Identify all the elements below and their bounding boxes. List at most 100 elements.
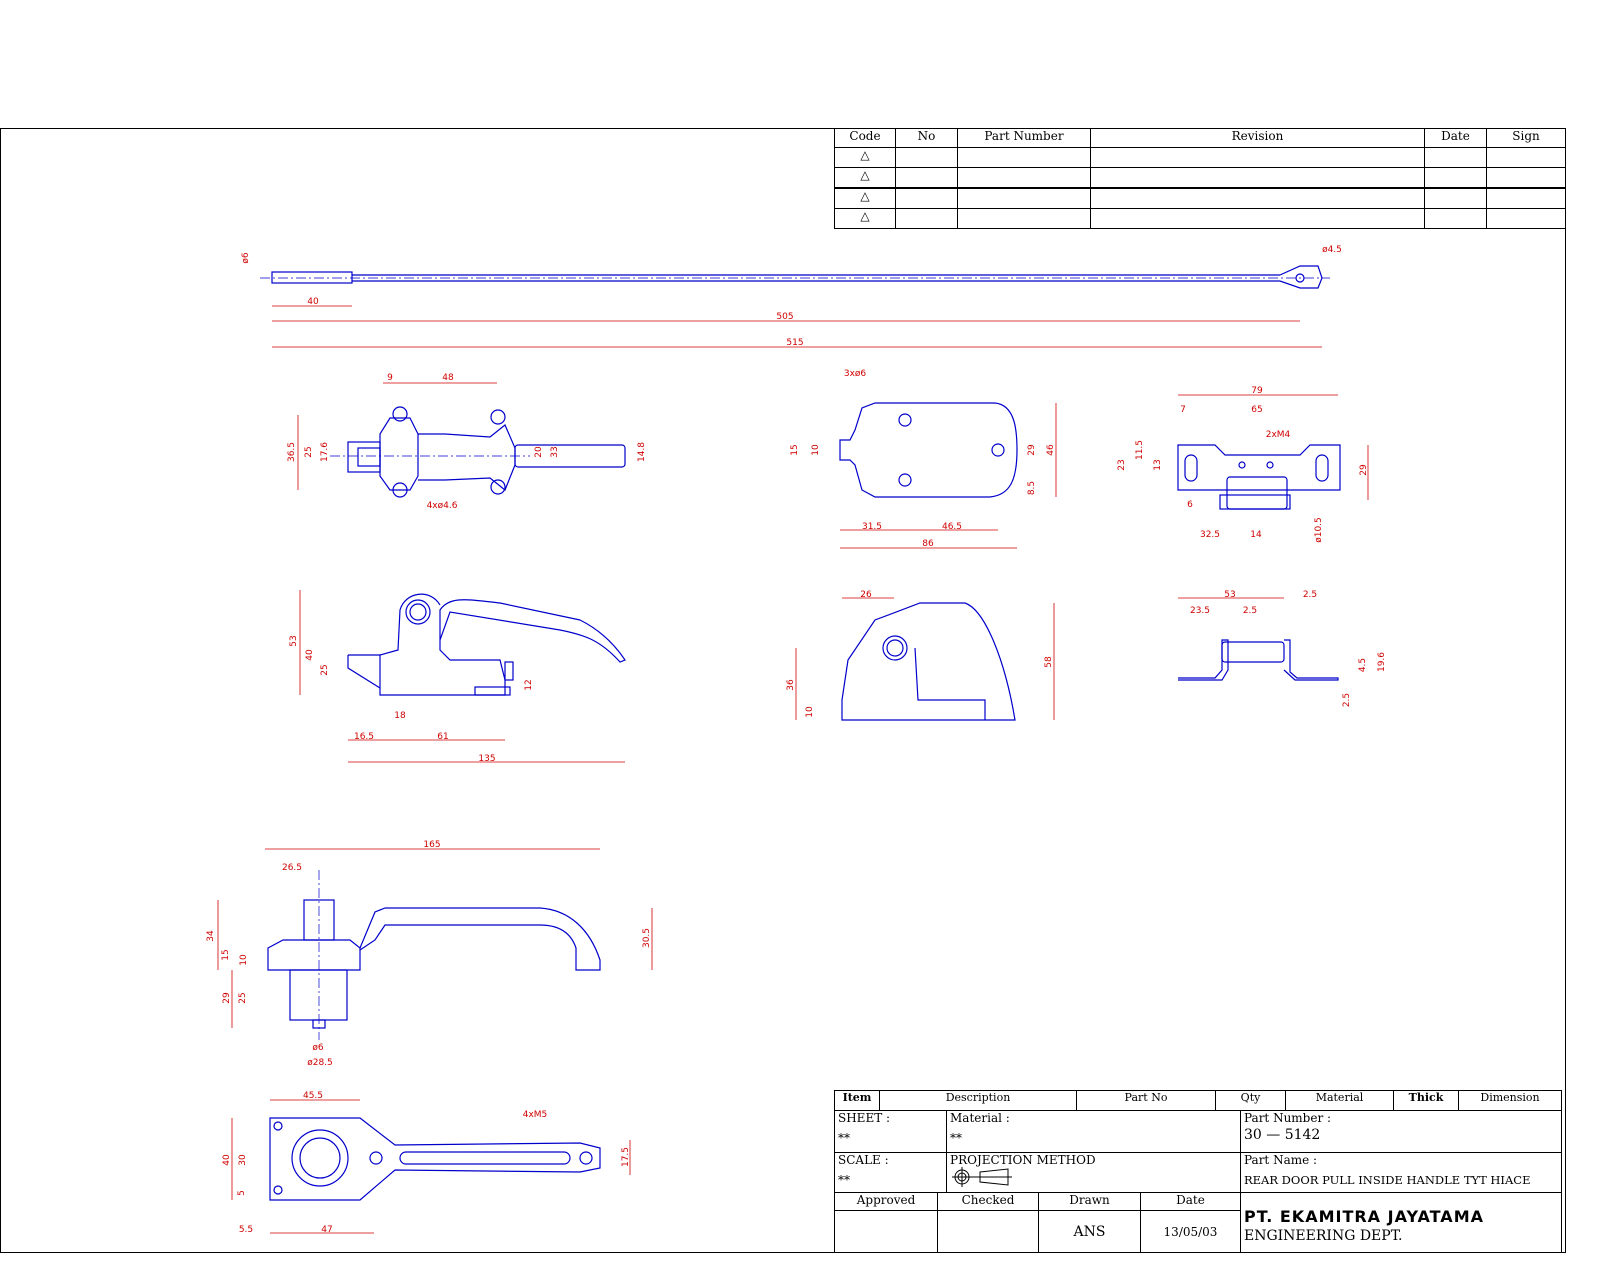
revision-code-triangle-icon: △ — [834, 207, 896, 229]
dimension-label-latch-top: 48 — [442, 373, 454, 383]
dimension-label-rod: 515 — [786, 338, 803, 348]
drawn-value: ANS — [1038, 1210, 1141, 1253]
part-number-label: Part Number : — [1244, 1111, 1332, 1125]
parts-header-item: Item — [834, 1090, 880, 1111]
projection-cell: PROJECTION METHOD — [946, 1152, 1241, 1193]
revision-code-triangle-icon: △ — [834, 167, 896, 189]
dimension-label-bracket-top: 7 — [1180, 405, 1186, 415]
dimension-label-bracket-top: 13 — [1153, 459, 1163, 470]
revision-cell — [1424, 167, 1487, 189]
revision-cell — [895, 147, 958, 168]
dimension-label-handle-top: 40 — [222, 1154, 232, 1166]
dimension-label-plate: 10 — [811, 444, 821, 456]
bracket-front-view — [1178, 639, 1339, 681]
dimension-label-rod: 505 — [776, 312, 793, 322]
part-name-value: REAR DOOR PULL INSIDE HANDLE TYT HIACE — [1244, 1173, 1531, 1187]
sheet-cell: SHEET : ** — [834, 1110, 947, 1153]
company-cell: PT. EKAMITRA JAYATAMA ENGINEERING DEPT. — [1240, 1192, 1562, 1253]
parts-header-dimension: Dimension — [1458, 1090, 1562, 1111]
dimension-label-bracket-front: 23.5 — [1190, 606, 1210, 616]
part-number-cell: Part Number : 30 — 5142 — [1240, 1110, 1562, 1153]
revision-cell — [957, 207, 1091, 229]
revision-code-triangle-icon: △ — [834, 147, 896, 168]
dimension-label-handle-top: 47 — [321, 1225, 332, 1235]
dimension-label-plate: 8.5 — [1027, 481, 1037, 495]
dimension-label-latch-top: 4xø4.6 — [427, 501, 458, 511]
third-angle-projection-icon — [952, 1167, 1012, 1187]
dimension-label-block-side: 58 — [1044, 656, 1054, 668]
dimension-label-latch-side: 135 — [478, 754, 495, 764]
revision-cell — [1090, 167, 1425, 189]
dimension-label-plate: 46.5 — [942, 522, 962, 532]
part-number-value: 30 — 5142 — [1244, 1127, 1321, 1143]
dimension-label-bracket-front: 53 — [1224, 590, 1235, 600]
dimension-label-bracket-top: 6 — [1187, 500, 1193, 510]
company-name: PT. EKAMITRA JAYATAMA — [1244, 1207, 1484, 1226]
dimension-label-handle-front: 25 — [238, 992, 248, 1003]
dimension-label-rod: ø6 — [241, 252, 251, 264]
checked-label: Checked — [937, 1192, 1039, 1211]
dimension-label-bracket-top: 23 — [1117, 459, 1127, 470]
dimension-label-handle-front: 29 — [222, 992, 232, 1004]
dimension-label-latch-top: 17.6 — [320, 442, 330, 462]
part-outlines — [260, 265, 1341, 1201]
dimension-label-latch-top: 20 — [534, 446, 544, 458]
revision-cell — [1424, 187, 1487, 209]
dimension-label-plate: 29 — [1027, 444, 1037, 456]
parts-header-description: Description — [879, 1090, 1077, 1111]
checked-value — [937, 1210, 1039, 1253]
revision-code-triangle-icon: △ — [834, 187, 896, 209]
dimension-label-plate: 31.5 — [862, 522, 882, 532]
scale-label: SCALE : — [838, 1153, 889, 1167]
dimension-label-handle-top: 17.5 — [621, 1147, 631, 1167]
revision-cell — [895, 167, 958, 189]
dimension-label-block-side: 36 — [786, 679, 796, 691]
rod-view — [260, 265, 1330, 289]
revision-cell — [957, 187, 1091, 209]
drawn-label: Drawn — [1038, 1192, 1141, 1211]
plate-view — [839, 402, 1018, 498]
scale-cell: SCALE : ** — [834, 1152, 947, 1193]
dimension-label-plate: 15 — [790, 444, 800, 455]
block-side-view — [841, 602, 1016, 721]
dimension-label-latch-top: 25 — [304, 446, 314, 457]
dimension-label-handle-front: ø28.5 — [307, 1058, 333, 1068]
dimension-label-rod: 40 — [307, 297, 319, 307]
material-label: Material : — [950, 1111, 1010, 1125]
dimension-label-latch-top: 33 — [550, 446, 560, 457]
revision-cell — [1424, 207, 1487, 229]
revision-cell — [1424, 147, 1487, 168]
dimension-label-handle-top: 5 — [237, 1190, 247, 1196]
rev-header-part-number: Part Number — [957, 128, 1091, 148]
approved-value — [834, 1210, 938, 1253]
dimension-label-bracket-top: 29 — [1359, 464, 1369, 476]
dimension-label-latch-side: 12 — [524, 679, 534, 690]
revision-cell — [1090, 187, 1425, 209]
dimension-label-bracket-top: 14 — [1250, 530, 1262, 540]
dimension-label-bracket-top: 32.5 — [1200, 530, 1220, 540]
dimension-label-handle-top: 30 — [238, 1154, 248, 1166]
rev-header-revision: Revision — [1090, 128, 1425, 148]
date-label: Date — [1140, 1192, 1241, 1211]
date-value: 13/05/03 — [1140, 1210, 1241, 1253]
dimension-label-handle-front: 34 — [206, 930, 216, 942]
rev-header-no: No — [895, 128, 958, 148]
dimension-label-bracket-front: 2.5 — [1342, 693, 1352, 707]
sheet-value: ** — [838, 1131, 850, 1145]
revision-cell — [1486, 187, 1566, 209]
sheet-frame — [0, 128, 1566, 1253]
dimension-label-bracket-front: 19.6 — [1377, 652, 1387, 672]
rev-header-date: Date — [1424, 128, 1487, 148]
dimension-label-plate: 3xø6 — [844, 369, 867, 379]
parts-header-part-no: Part No — [1076, 1090, 1216, 1111]
dimension-label-handle-top: 45.5 — [303, 1091, 323, 1101]
revision-cell — [1486, 207, 1566, 229]
parts-header-qty: Qty — [1215, 1090, 1286, 1111]
dimension-label-bracket-front: 2.5 — [1303, 590, 1317, 600]
handle-top-view — [269, 1117, 601, 1201]
dimension-label-handle-front: 26.5 — [282, 863, 302, 873]
latch-side-view — [347, 593, 626, 696]
dimension-label-latch-side: 25 — [320, 664, 330, 675]
